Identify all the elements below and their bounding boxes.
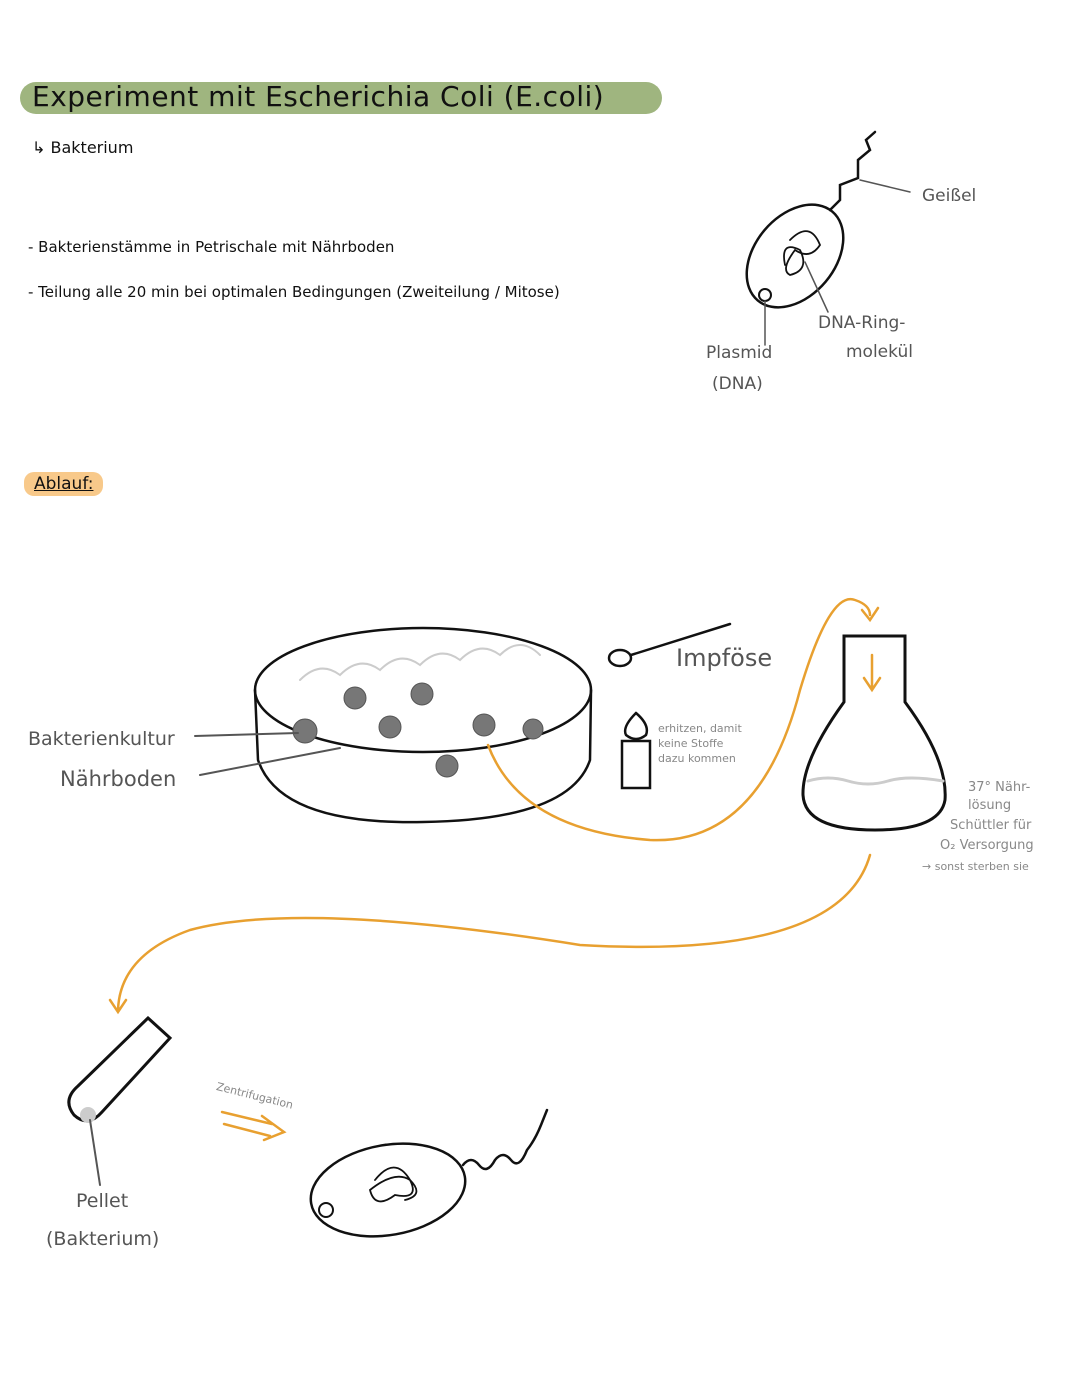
candle: [620, 711, 652, 790]
label-lines: [764, 179, 911, 346]
bacterium-isolated: [309, 1108, 549, 1238]
flask-note-3: Schüttler für: [950, 818, 1032, 833]
test-tube: [67, 1015, 173, 1186]
inoculation-loop: [607, 622, 732, 668]
note-2: - Teilung alle 20 min bei optimalen Bedi…: [28, 283, 560, 301]
dna-tangle: [783, 230, 822, 276]
flagellum: [828, 130, 877, 212]
flask-note-1: 37° Nähr-: [968, 780, 1031, 795]
title-highlight: [20, 82, 662, 114]
subtitle: ↳ Bakterium: [32, 138, 134, 157]
bacterium-diagram: [745, 130, 911, 346]
petri-dish: [194, 626, 593, 824]
candle-note-2: keine Stoffe: [658, 737, 724, 750]
candle-note-1: erhitzen, damit: [658, 722, 742, 735]
label-dna-ring: DNA-Ring-: [818, 313, 906, 333]
flask-note-5: → sonst sterben sie: [922, 860, 1029, 873]
label-pellet: Pellet: [76, 1190, 129, 1212]
flask-note-2: lösung: [968, 798, 1012, 813]
note-1: - Bakterienstämme in Petrischale mit Näh…: [28, 238, 395, 256]
label-flagellum: Geißel: [922, 186, 977, 206]
label-dna-ring-2: molekül: [846, 342, 913, 362]
label-medium: Nährboden: [60, 767, 177, 791]
label-pellet-sub: (Bakterium): [46, 1228, 160, 1250]
label-plasmid: Plasmid: [706, 343, 773, 363]
process-arrows: [108, 597, 882, 1142]
candle-note-3: dazu kommen: [658, 752, 736, 765]
flask-note-4: O₂ Versorgung: [940, 838, 1034, 853]
label-culture: Bakterienkultur: [28, 728, 175, 750]
bacterium-cell: [745, 203, 845, 309]
section-ablauf: Ablauf:: [24, 472, 104, 496]
label-loop: Impföse: [676, 644, 773, 672]
label-plasmid-sub: (DNA): [712, 374, 763, 394]
page-title: Experiment mit Escherichia Coli (E.coli): [32, 80, 605, 113]
flask: [801, 634, 947, 832]
plasmid: [758, 288, 772, 302]
